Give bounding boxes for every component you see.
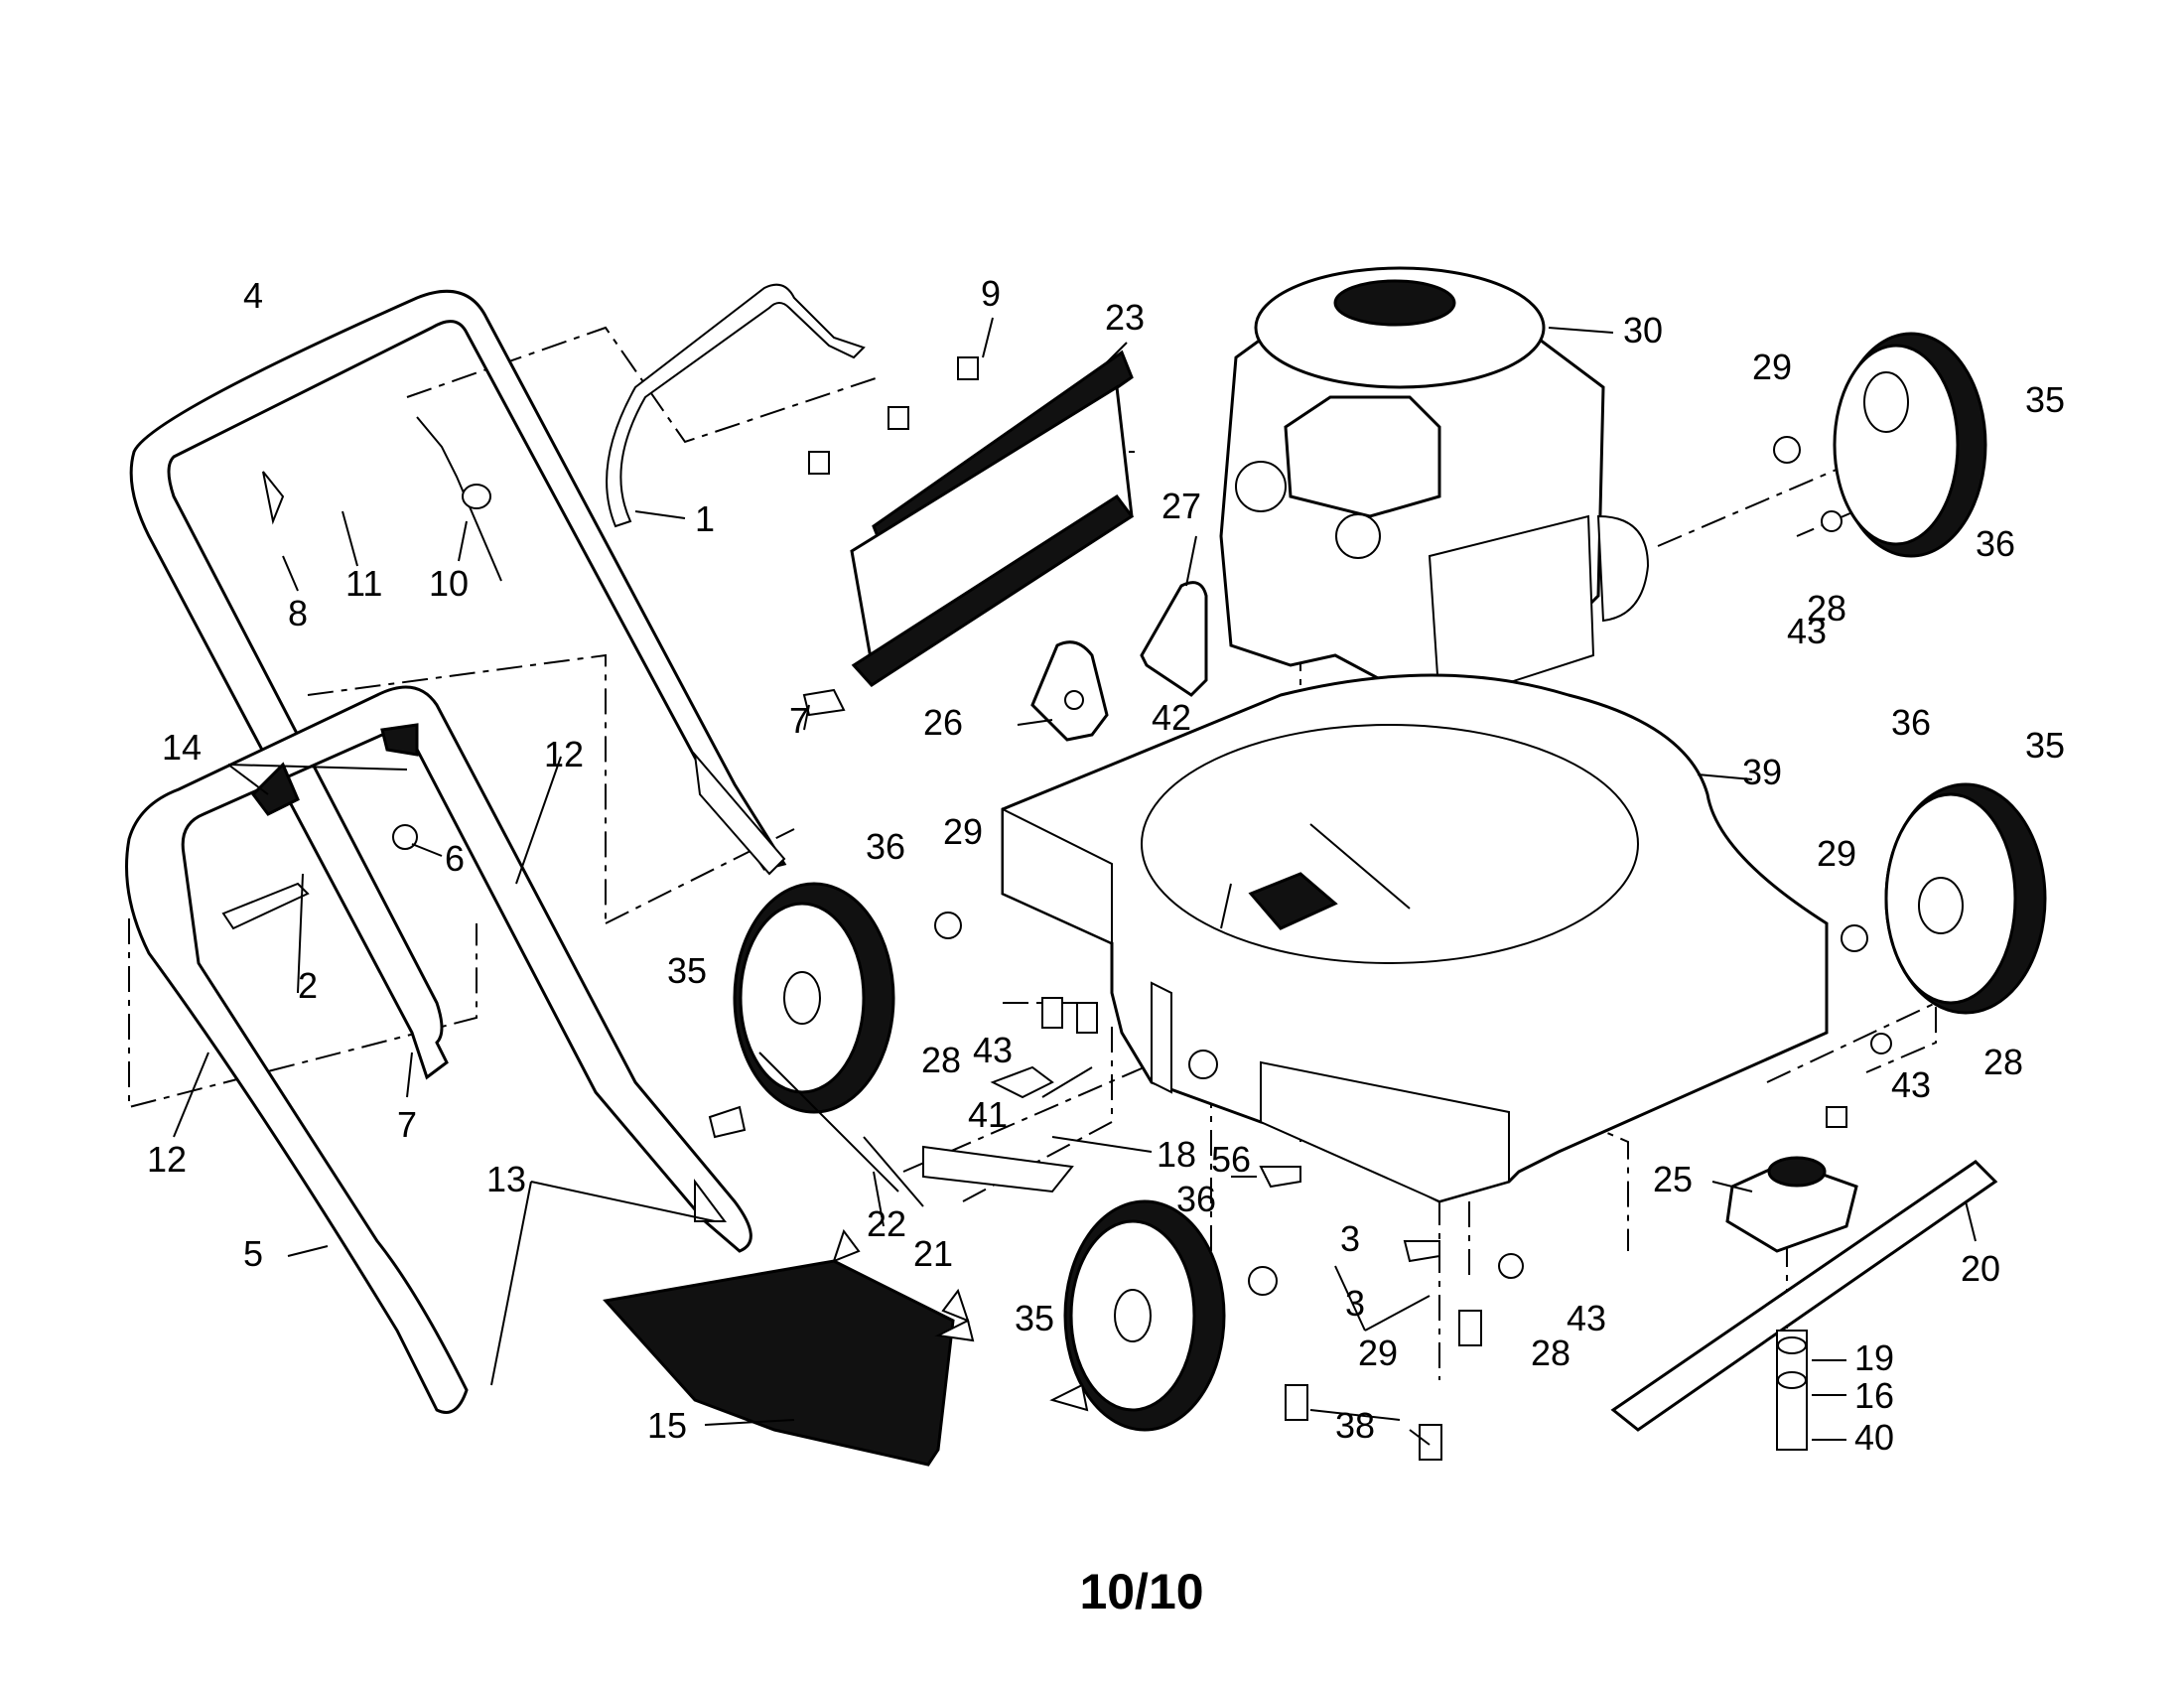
wheel-rear-right <box>1833 332 1987 558</box>
hardware <box>221 356 1892 1461</box>
callout-12a: 12 <box>147 1139 187 1180</box>
callout-25: 25 <box>1653 1159 1693 1199</box>
mower-deck <box>1001 673 1829 1203</box>
callout-27: 27 <box>1161 486 1201 526</box>
blade-and-adapter <box>1610 1156 1998 1451</box>
callout-6: 6 <box>445 838 465 879</box>
callout-2: 2 <box>298 965 318 1006</box>
callout-3a: 3 <box>1345 1283 1365 1324</box>
callout-18: 18 <box>1157 1134 1196 1175</box>
callout-19: 19 <box>1854 1337 1894 1378</box>
callout-26: 26 <box>923 702 963 743</box>
callout-14: 14 <box>162 727 202 768</box>
callout-28c: 28 <box>1983 1042 2023 1082</box>
callout-22: 22 <box>867 1203 906 1244</box>
upper-handle <box>129 289 787 1080</box>
callout-21: 21 <box>913 1233 953 1274</box>
page-number: 10/10 <box>1079 1564 1203 1619</box>
engine <box>1219 266 1650 707</box>
callout-35b: 35 <box>2025 379 2065 420</box>
callout-16: 16 <box>1854 1375 1894 1416</box>
callout-56: 56 <box>1211 1139 1251 1180</box>
callout-30: 30 <box>1623 310 1663 351</box>
callout-10: 10 <box>429 563 469 604</box>
callout-23: 23 <box>1105 297 1145 338</box>
callout-35d: 35 <box>1015 1298 1054 1338</box>
callout-1: 1 <box>695 498 715 539</box>
callout-41: 41 <box>968 1094 1008 1135</box>
wheel-front-right <box>1884 782 2047 1015</box>
callout-42: 42 <box>1152 697 1191 738</box>
rear-deflector <box>850 350 1135 687</box>
control-bail <box>606 283 866 528</box>
callout-43d: 43 <box>1567 1298 1606 1338</box>
callout-39: 39 <box>1742 752 1782 792</box>
callout-36c: 36 <box>1891 702 1931 743</box>
leader-lines <box>173 317 1977 1446</box>
callout-20: 20 <box>1961 1248 2000 1289</box>
callout-36b: 36 <box>1976 523 2015 564</box>
callout-29a: 29 <box>943 811 983 852</box>
callout-29d: 29 <box>1358 1333 1398 1373</box>
callout-36a: 36 <box>866 826 905 867</box>
callout-28d: 28 <box>1531 1333 1570 1373</box>
brackets <box>1030 581 1208 742</box>
callout-8: 8 <box>288 593 308 633</box>
callout-35c: 35 <box>2025 725 2065 766</box>
callout-7b: 7 <box>397 1104 417 1145</box>
callout-43a: 43 <box>973 1030 1013 1070</box>
callout-43c: 43 <box>1891 1064 1931 1105</box>
callout-7a: 7 <box>789 700 809 741</box>
callout-4: 4 <box>243 275 263 316</box>
callouts: 1 2 3 3 4 5 6 7 7 8 9 10 11 12 12 13 14 … <box>147 273 2065 1458</box>
callout-29c: 29 <box>1817 833 1856 874</box>
callout-9: 9 <box>981 273 1001 314</box>
callout-28a: 28 <box>921 1040 961 1080</box>
callout-36d: 36 <box>1176 1179 1216 1219</box>
grass-chute <box>603 1228 970 1467</box>
callout-5: 5 <box>243 1233 263 1274</box>
wheel-front-left <box>733 882 895 1114</box>
throttle-cable <box>416 416 502 582</box>
wheel-rear-left <box>1063 1199 1226 1432</box>
callout-3b: 3 <box>1340 1218 1360 1259</box>
lower-handle <box>125 685 752 1414</box>
callout-13: 13 <box>486 1159 526 1199</box>
callout-12b: 12 <box>544 734 584 774</box>
callout-43b: 43 <box>1787 611 1827 651</box>
callout-35a: 35 <box>667 950 707 991</box>
callout-40: 40 <box>1854 1417 1894 1458</box>
callout-28b: 28 <box>1807 588 1846 629</box>
callout-11: 11 <box>345 563 382 604</box>
callout-15: 15 <box>647 1405 687 1446</box>
callout-38: 38 <box>1335 1405 1375 1446</box>
callout-29b: 29 <box>1752 347 1792 387</box>
